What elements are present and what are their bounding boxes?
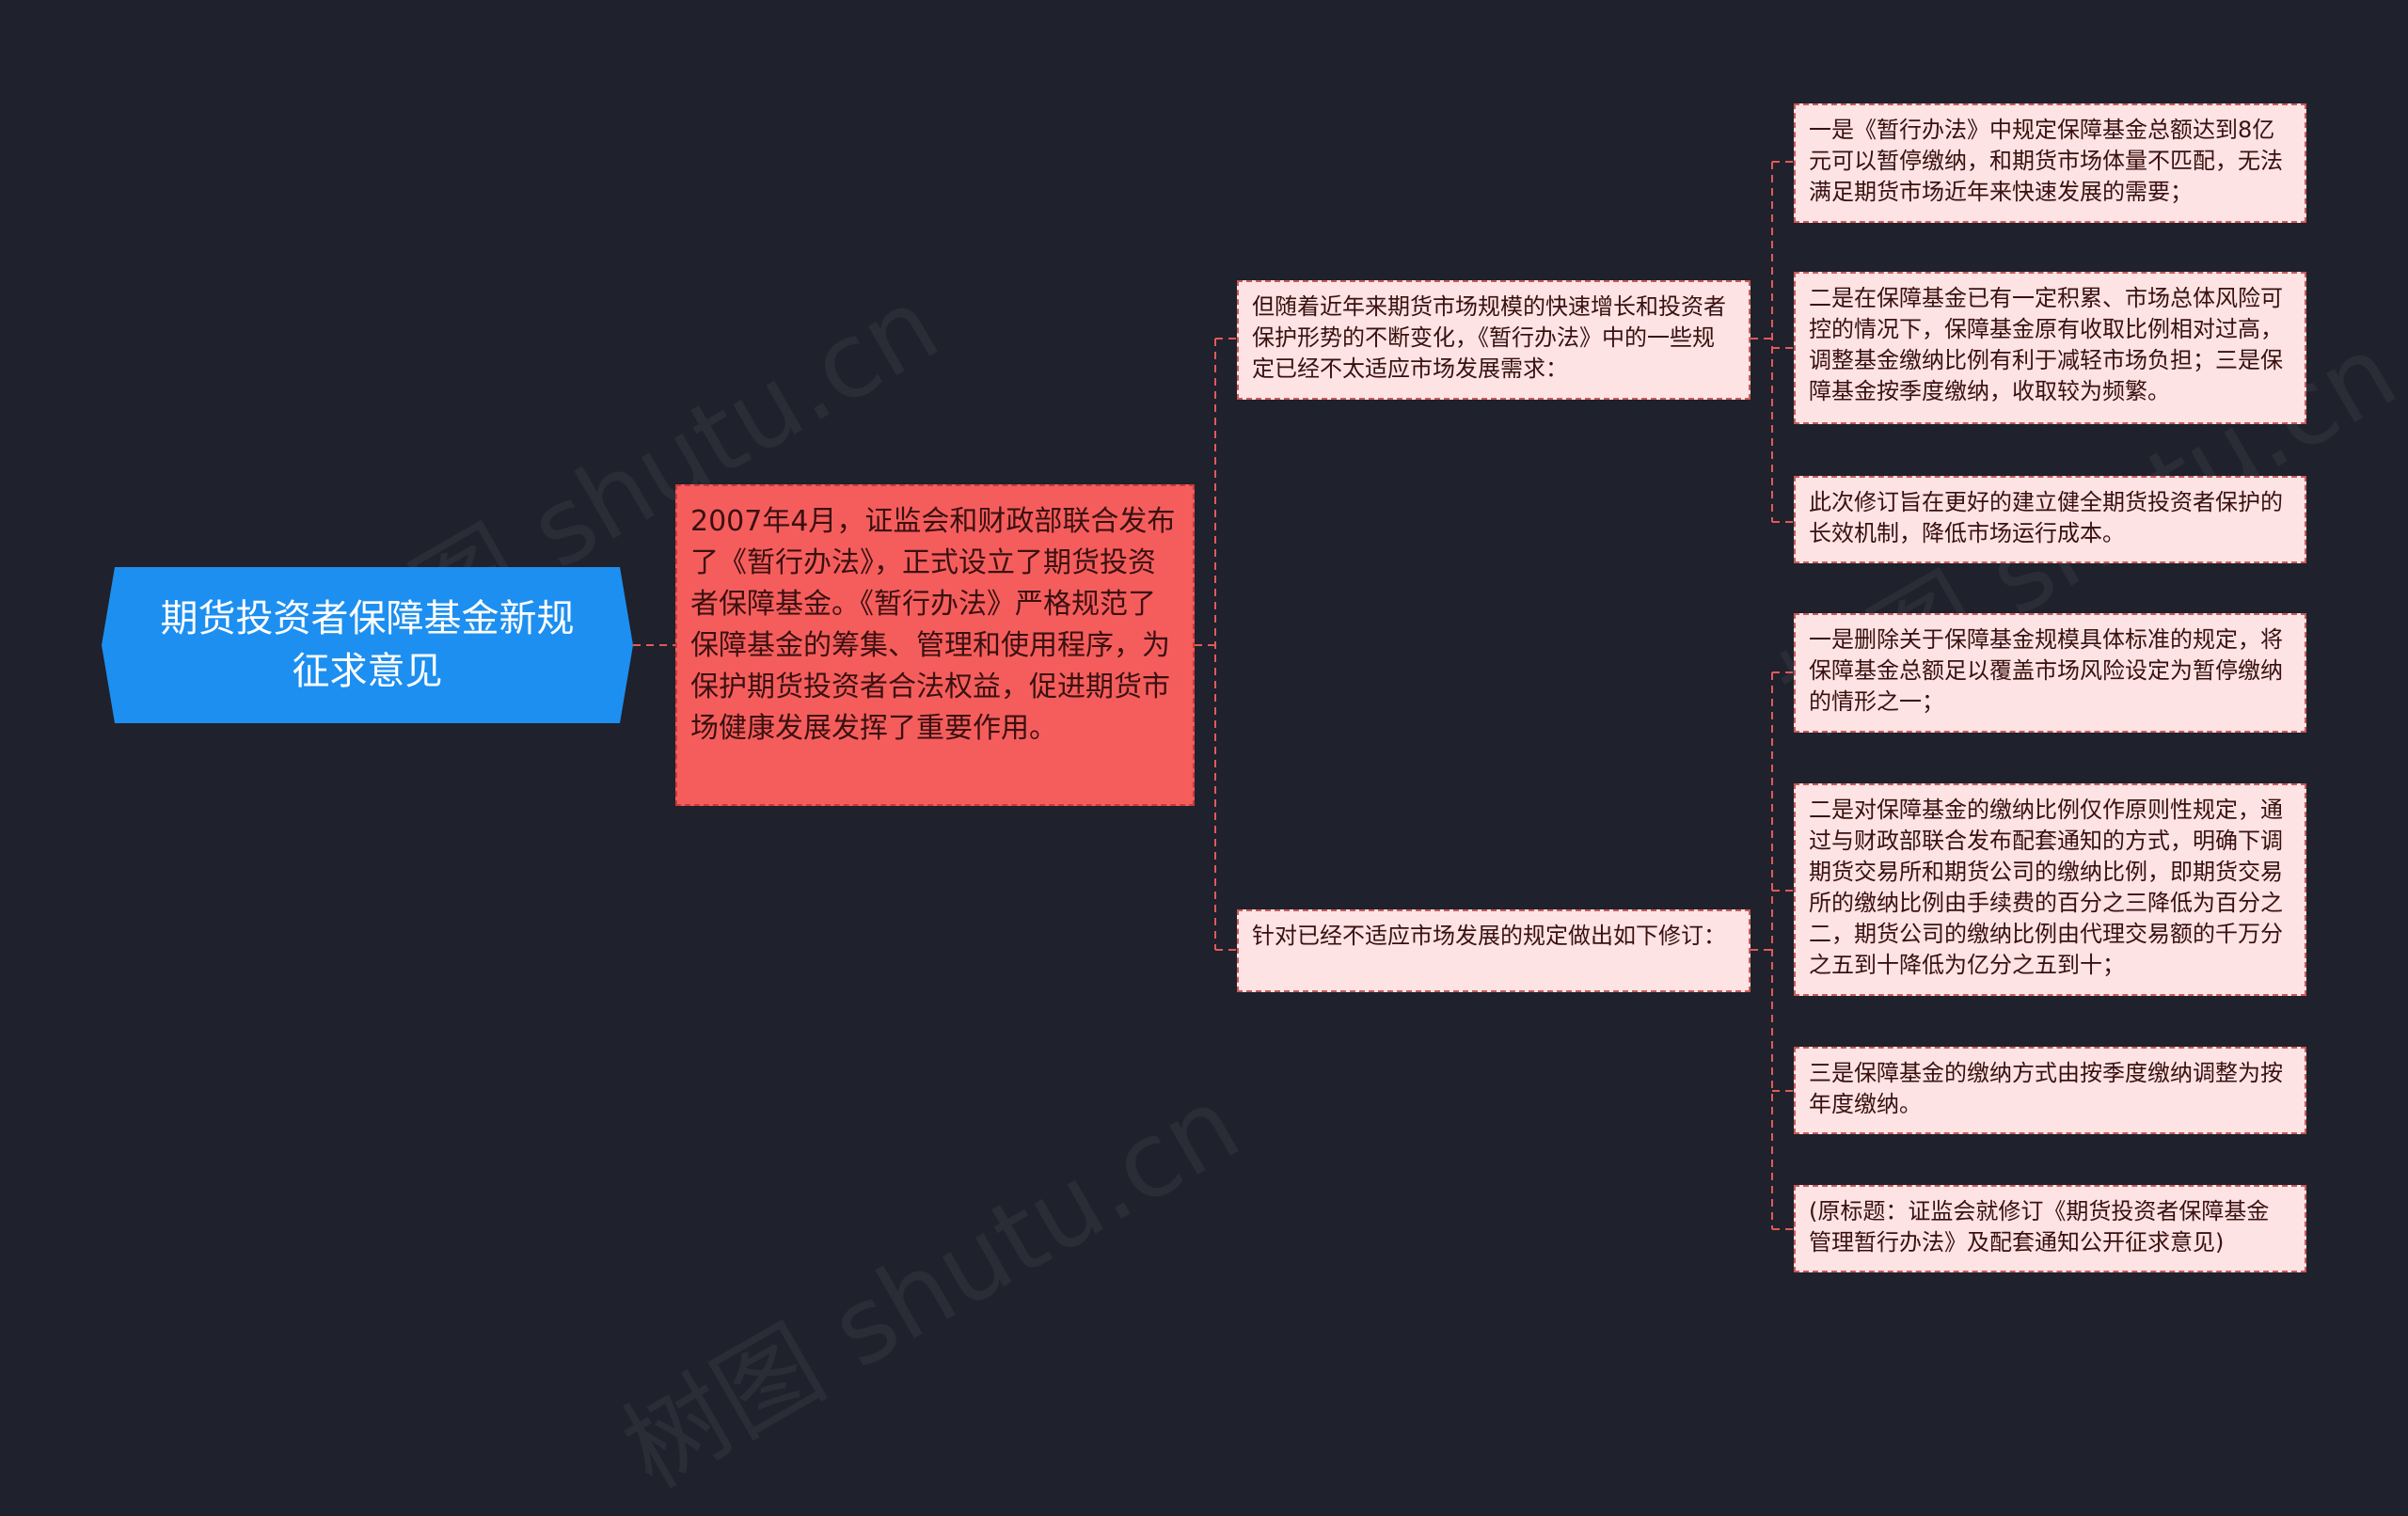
leaf-topic[interactable]: 二是对保障基金的缴纳比例仅作原则性规定，通过与财政部联合发布配套通知的方式，明确… [1794, 783, 2306, 996]
connector-branch-1-trunk [1751, 162, 1773, 522]
leaf-topic[interactable]: 一是删除关于保障基金规模具体标准的规定，将保障基金总额足以覆盖市场风险设定为暂停… [1794, 613, 2306, 733]
leaf-topic[interactable]: 二是在保障基金已有一定积累、市场总体风险可控的情况下，保障基金原有收取比例相对过… [1794, 272, 2306, 424]
leaf-topic[interactable]: 此次修订旨在更好的建立健全期货投资者保护的长效机制，降低市场运行成本。 [1794, 476, 2306, 563]
connector-lines [633, 161, 1794, 1230]
leaf-topic[interactable]: 一是《暂行办法》中规定保障基金总额达到8亿元可以暂停缴纳，和期货市场体量不匹配，… [1794, 103, 2306, 223]
connector-main-trunk [1195, 339, 1216, 950]
leaf-topic[interactable]: 三是保障基金的缴纳方式由按季度缴纳调整为按年度缴纳。 [1794, 1047, 2306, 1134]
main-topic[interactable]: 2007年4月，证监会和财政部联合发布了《暂行办法》，正式设立了期货投资者保障基… [675, 484, 1195, 806]
connector-branch-2-trunk [1751, 672, 1773, 1229]
root-topic[interactable]: 期货投资者保障基金新规征求意见 [102, 567, 633, 723]
mind-map-canvas: 树图 shutu.cn 树图 shutu.cn 树图 shutu.cn 期货投资… [102, 103, 2408, 1511]
branch-topic-1[interactable]: 但随着近年来期货市场规模的快速增长和投资者保护形势的不断变化，《暂行办法》中的一… [1237, 280, 1751, 400]
branch-topic-2[interactable]: 针对已经不适应市场发展的规定做出如下修订： [1237, 909, 1751, 992]
leaf-topic[interactable]: (原标题：证监会就修订《期货投资者保障基金管理暂行办法》及配套通知公开征求意见) [1794, 1185, 2306, 1272]
